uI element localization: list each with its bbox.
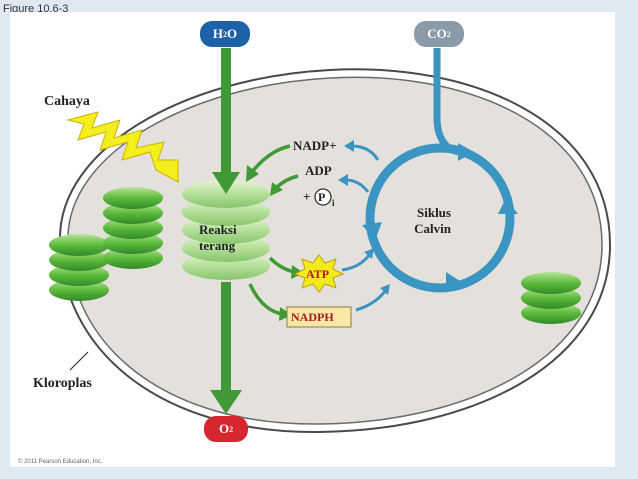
phosphate-plus-sign: + (303, 189, 311, 204)
granum-center (182, 180, 270, 280)
water-subscript: 2 (223, 29, 227, 39)
calvin-cycle-label: Siklus Calvin (411, 205, 451, 237)
copyright-text: © 2011 Pearson Education, Inc. (18, 459, 103, 465)
nadph-to-calvin-arrow (355, 289, 388, 312)
atp-star-icon (293, 254, 345, 293)
light-reactions-label: Reaksi terang (199, 222, 237, 254)
granum-right (521, 272, 581, 324)
oxygen-symbol: O (218, 421, 230, 436)
granum-left-1 (49, 234, 109, 301)
atp-label: ATP (306, 267, 330, 281)
phosphate-letter: P (318, 190, 326, 204)
calvin-to-nadp-arrow (351, 144, 380, 161)
adp-label: ADP (305, 163, 332, 178)
phosphate-circle (314, 188, 332, 206)
co2-subscript: 2 (446, 29, 451, 39)
light-reactions-line-1: Reaksi (199, 222, 237, 237)
calvin-cycle-ring (365, 143, 515, 293)
nadp-plus-label: NADP+ (293, 138, 337, 153)
calvin-to-adp-arrow (345, 178, 370, 193)
oxygen-subscript: 2 (229, 424, 234, 434)
phosphate-subscript: i (332, 198, 335, 208)
light-reactions-line-2: terang (199, 238, 236, 253)
nadp-to-light-arrow (250, 144, 291, 174)
atp-to-calvin-arrow (341, 253, 372, 272)
light-zigzag-icon (66, 111, 179, 183)
nadph-box (286, 306, 352, 328)
nadph-label: NADPH (291, 310, 334, 324)
calvin-line-1: Siklus (417, 205, 451, 220)
granum-left-2 (103, 187, 163, 269)
chloroplast-pointer (69, 351, 89, 371)
co2-symbol: CO (427, 26, 447, 41)
calvin-line-2: Calvin (414, 221, 451, 236)
light-label: Cahaya (44, 94, 90, 109)
chloroplast-label: Kloroplas (33, 376, 92, 391)
light-to-nadph-arrow (248, 283, 283, 316)
water-symbol-tail: O (227, 26, 238, 41)
water-symbol: H (212, 26, 223, 41)
chloroplast-stroma (67, 76, 603, 425)
